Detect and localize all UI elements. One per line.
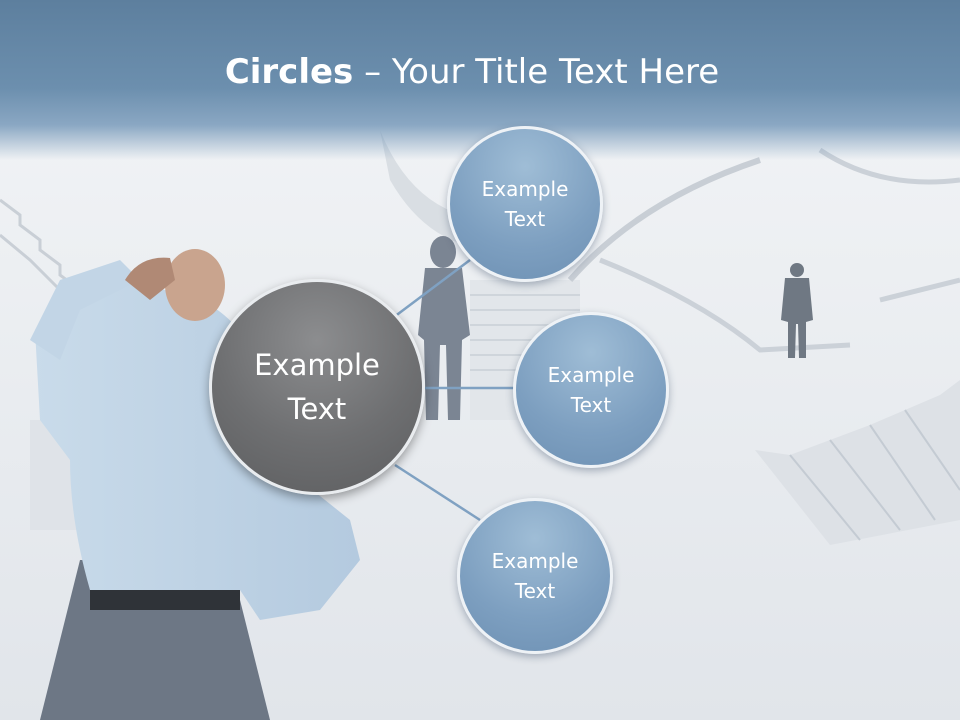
stairs-front-right xyxy=(755,380,960,545)
woman-figure xyxy=(418,236,470,420)
node-circle-middle[interactable]: Example Text xyxy=(513,312,669,468)
node-circle-bottom[interactable]: Example Text xyxy=(457,498,613,654)
node-text-line1: Example xyxy=(491,549,579,573)
node-circle-top[interactable]: Example Text xyxy=(447,126,603,282)
connector-top xyxy=(389,259,471,321)
node-text-line1: Example xyxy=(481,177,569,201)
node-text-line2: Text xyxy=(570,393,612,417)
title-rest: – Your Title Text Here xyxy=(353,52,720,92)
hub-circle[interactable]: Example Text xyxy=(209,279,425,495)
slide-title[interactable]: Circles – Your Title Text Here xyxy=(0,52,944,92)
hub-text-line1: Example xyxy=(254,348,380,382)
man-figure-far xyxy=(781,263,813,358)
node-text-line2: Text xyxy=(514,579,556,603)
man-figure-front xyxy=(30,249,360,720)
node-text-line2: Text xyxy=(504,207,546,231)
title-bold: Circles xyxy=(224,52,354,92)
title-band xyxy=(0,0,960,160)
hub-text-line2: Text xyxy=(287,392,347,426)
connector-bottom xyxy=(394,463,481,522)
node-text-line1: Example xyxy=(547,363,635,387)
